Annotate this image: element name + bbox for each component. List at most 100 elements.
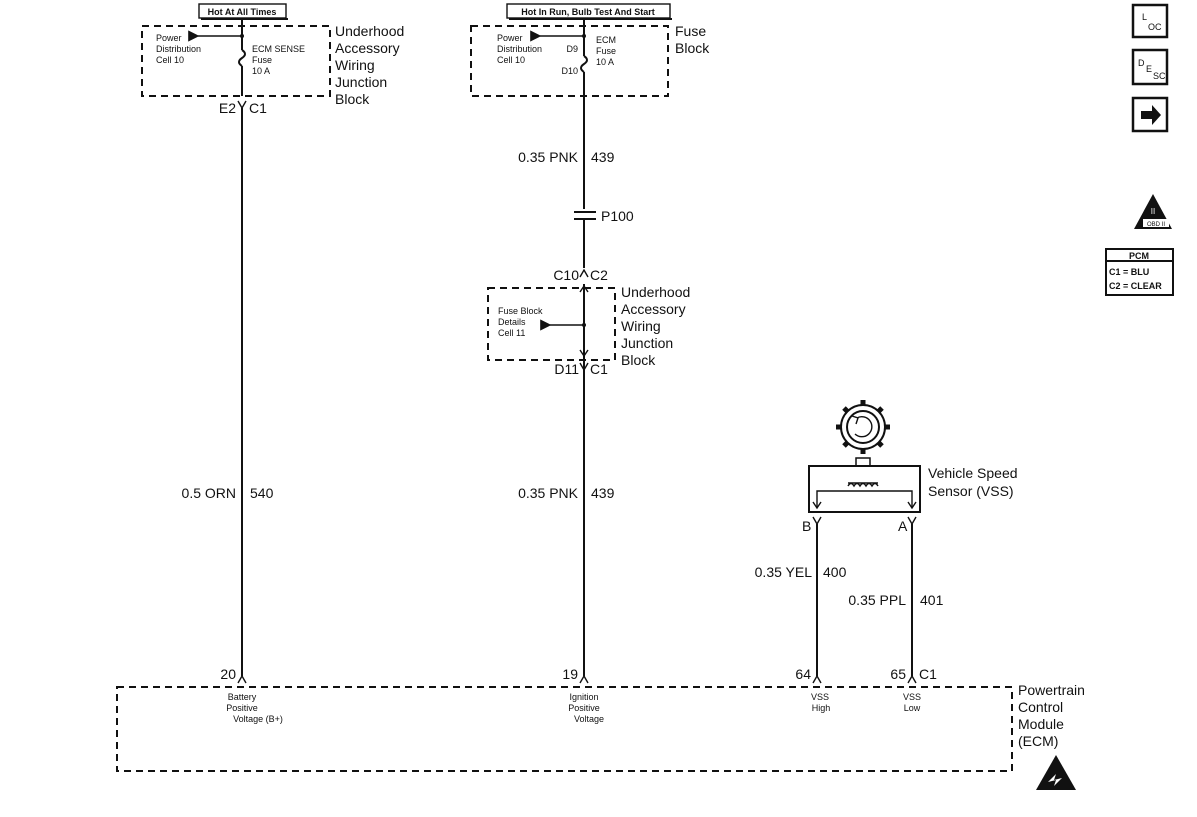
left-junction-block: Power Distribution Cell 10 ECM SENSE Fus…	[141, 20, 404, 116]
pin-65: 65	[890, 666, 906, 682]
ecm-fuse-word: Fuse	[596, 46, 616, 56]
splice-p100: P100	[574, 208, 634, 268]
fuse-power-label: Power	[497, 33, 523, 43]
pin-c1-left: C1	[249, 100, 267, 116]
details-word-label: Details	[498, 317, 526, 327]
ppl-circuit-label: 401	[920, 592, 944, 608]
rotating-gear-icon	[836, 400, 890, 454]
powertrain-control-module: 20 19 64 65 C1 Battery Positive Voltage …	[116, 666, 1085, 772]
loc-main-text: L	[1142, 12, 1147, 22]
left-block-title-2: Accessory	[335, 40, 400, 56]
ecm-sense-fuse-label: ECM SENSE	[252, 44, 305, 54]
mid-block-title-2: Accessory	[621, 301, 686, 317]
esd-warning-icon	[1036, 755, 1076, 790]
pnk-lower-gauge-label: 0.35 PNK	[518, 485, 579, 501]
pin-d10: D10	[561, 66, 578, 76]
fuse-block-title-2: Block	[675, 40, 710, 56]
yel-circuit-label: 400	[823, 564, 847, 580]
cell-11-label: Cell 11	[498, 328, 525, 338]
hot-in-run-label: Hot In Run, Bulb Test And Start	[506, 3, 672, 20]
battery-label-2: Positive	[226, 703, 258, 713]
fuse-block-details-label: Fuse Block	[498, 306, 543, 316]
right-arrow-icon[interactable]	[1131, 96, 1169, 133]
splice-p100-label: P100	[601, 208, 634, 224]
fuse-block: Power Distribution Cell 10 D9 D10 ECM Fu…	[470, 20, 710, 97]
pcm-legend-row-2: C2 = CLEAR	[1109, 281, 1162, 291]
vehicle-speed-sensor: Vehicle Speed Sensor (VSS) B A	[802, 400, 1018, 534]
left-block-title-4: Junction	[335, 74, 387, 90]
ppl-gauge-label: 0.35 PPL	[848, 592, 906, 608]
left-cell-label: Cell 10	[156, 55, 184, 65]
obd-ii-text: OBD II	[1147, 222, 1165, 228]
ignition-label-3: Voltage	[574, 714, 604, 724]
vss-pin-b: B	[802, 518, 811, 534]
fuse-block-title-1: Fuse	[675, 23, 706, 39]
middle-junction-block: C10 C2 Fuse Block Details Cell 11 Underh…	[487, 267, 690, 377]
desc-sub-text: SC	[1153, 71, 1166, 81]
obd-ii-icon: OBD II II	[1134, 194, 1172, 229]
pcm-title-3: Module	[1018, 716, 1064, 732]
left-power-label: Power	[156, 33, 182, 43]
ecm-sense-fuse-rating: 10 A	[252, 66, 270, 76]
pin-c10: C10	[553, 267, 579, 283]
desc-main-text: D	[1138, 58, 1145, 68]
vss-high-label-1: VSS	[811, 692, 829, 702]
mid-block-title-3: Wiring	[621, 318, 661, 334]
ignition-label-2: Positive	[568, 703, 600, 713]
wire-orn-540: 0.5 ORN 540	[182, 108, 274, 676]
mid-block-title-1: Underhood	[621, 284, 690, 300]
ecm-fuse-label: ECM	[596, 35, 616, 45]
mid-block-title-5: Block	[621, 352, 656, 368]
pin-19: 19	[562, 666, 578, 682]
vss-high-label-2: High	[812, 703, 831, 713]
ecm-fuse-rating: 10 A	[596, 57, 614, 67]
left-block-title-3: Wiring	[335, 57, 375, 73]
pnk-upper-gauge-label: 0.35 PNK	[518, 149, 579, 165]
pin-e2: E2	[219, 100, 236, 116]
wire-ppl-401: 0.35 PPL 401	[848, 524, 944, 676]
pcm-title-1: Powertrain	[1018, 682, 1085, 698]
wire-yel-400: 0.35 YEL 400	[755, 524, 847, 676]
fuse-distribution-label: Distribution	[497, 44, 542, 54]
battery-label-1: Battery	[228, 692, 257, 702]
obd-roman-text: II	[1151, 207, 1155, 216]
orn-gauge-label: 0.5 ORN	[182, 485, 236, 501]
left-block-title-1: Underhood	[335, 23, 404, 39]
hot-in-run-text: Hot In Run, Bulb Test And Start	[521, 7, 655, 17]
desc-button[interactable]: D E SC	[1131, 48, 1169, 86]
pcm-legend-row-1: C1 = BLU	[1109, 267, 1149, 277]
battery-label-3: Voltage (B+)	[233, 714, 283, 724]
pin-c1-pcm: C1	[919, 666, 937, 682]
pcm-legend-header: PCM	[1129, 251, 1149, 261]
vss-title-2: Sensor (VSS)	[928, 483, 1014, 499]
ecm-sense-fuse-word: Fuse	[252, 55, 272, 65]
pin-d9: D9	[566, 44, 578, 54]
hot-at-all-times-label: Hot At All Times	[198, 3, 288, 20]
vss-low-label-1: VSS	[903, 692, 921, 702]
desc-mid-text: E	[1146, 64, 1152, 74]
pin-d11: D11	[554, 361, 579, 377]
pcm-title-4: (ECM)	[1018, 733, 1058, 749]
yel-gauge-label: 0.35 YEL	[755, 564, 813, 580]
ignition-label-1: Ignition	[569, 692, 598, 702]
left-distribution-label: Distribution	[156, 44, 201, 54]
pnk-lower-circuit-label: 439	[591, 485, 615, 501]
left-block-title-5: Block	[335, 91, 370, 107]
pin-c1-mid: C1	[590, 361, 608, 377]
wire-pnk-439-lower: 0.35 PNK 439	[518, 370, 615, 676]
pin-64: 64	[795, 666, 811, 682]
pin-20: 20	[220, 666, 236, 682]
pin-c2: C2	[590, 267, 608, 283]
pcm-connector-legend: PCM C1 = BLU C2 = CLEAR	[1105, 248, 1174, 296]
vss-pin-a: A	[898, 518, 908, 534]
wire-pnk-439-upper: 0.35 PNK 439	[518, 96, 615, 209]
orn-circuit-label: 540	[250, 485, 274, 501]
hot-at-all-times-text: Hot At All Times	[208, 7, 277, 17]
pcm-title-2: Control	[1018, 699, 1063, 715]
pnk-upper-circuit-label: 439	[591, 149, 615, 165]
loc-button[interactable]: L OC	[1131, 3, 1169, 39]
mid-block-title-4: Junction	[621, 335, 673, 351]
vss-title-1: Vehicle Speed	[928, 465, 1018, 481]
